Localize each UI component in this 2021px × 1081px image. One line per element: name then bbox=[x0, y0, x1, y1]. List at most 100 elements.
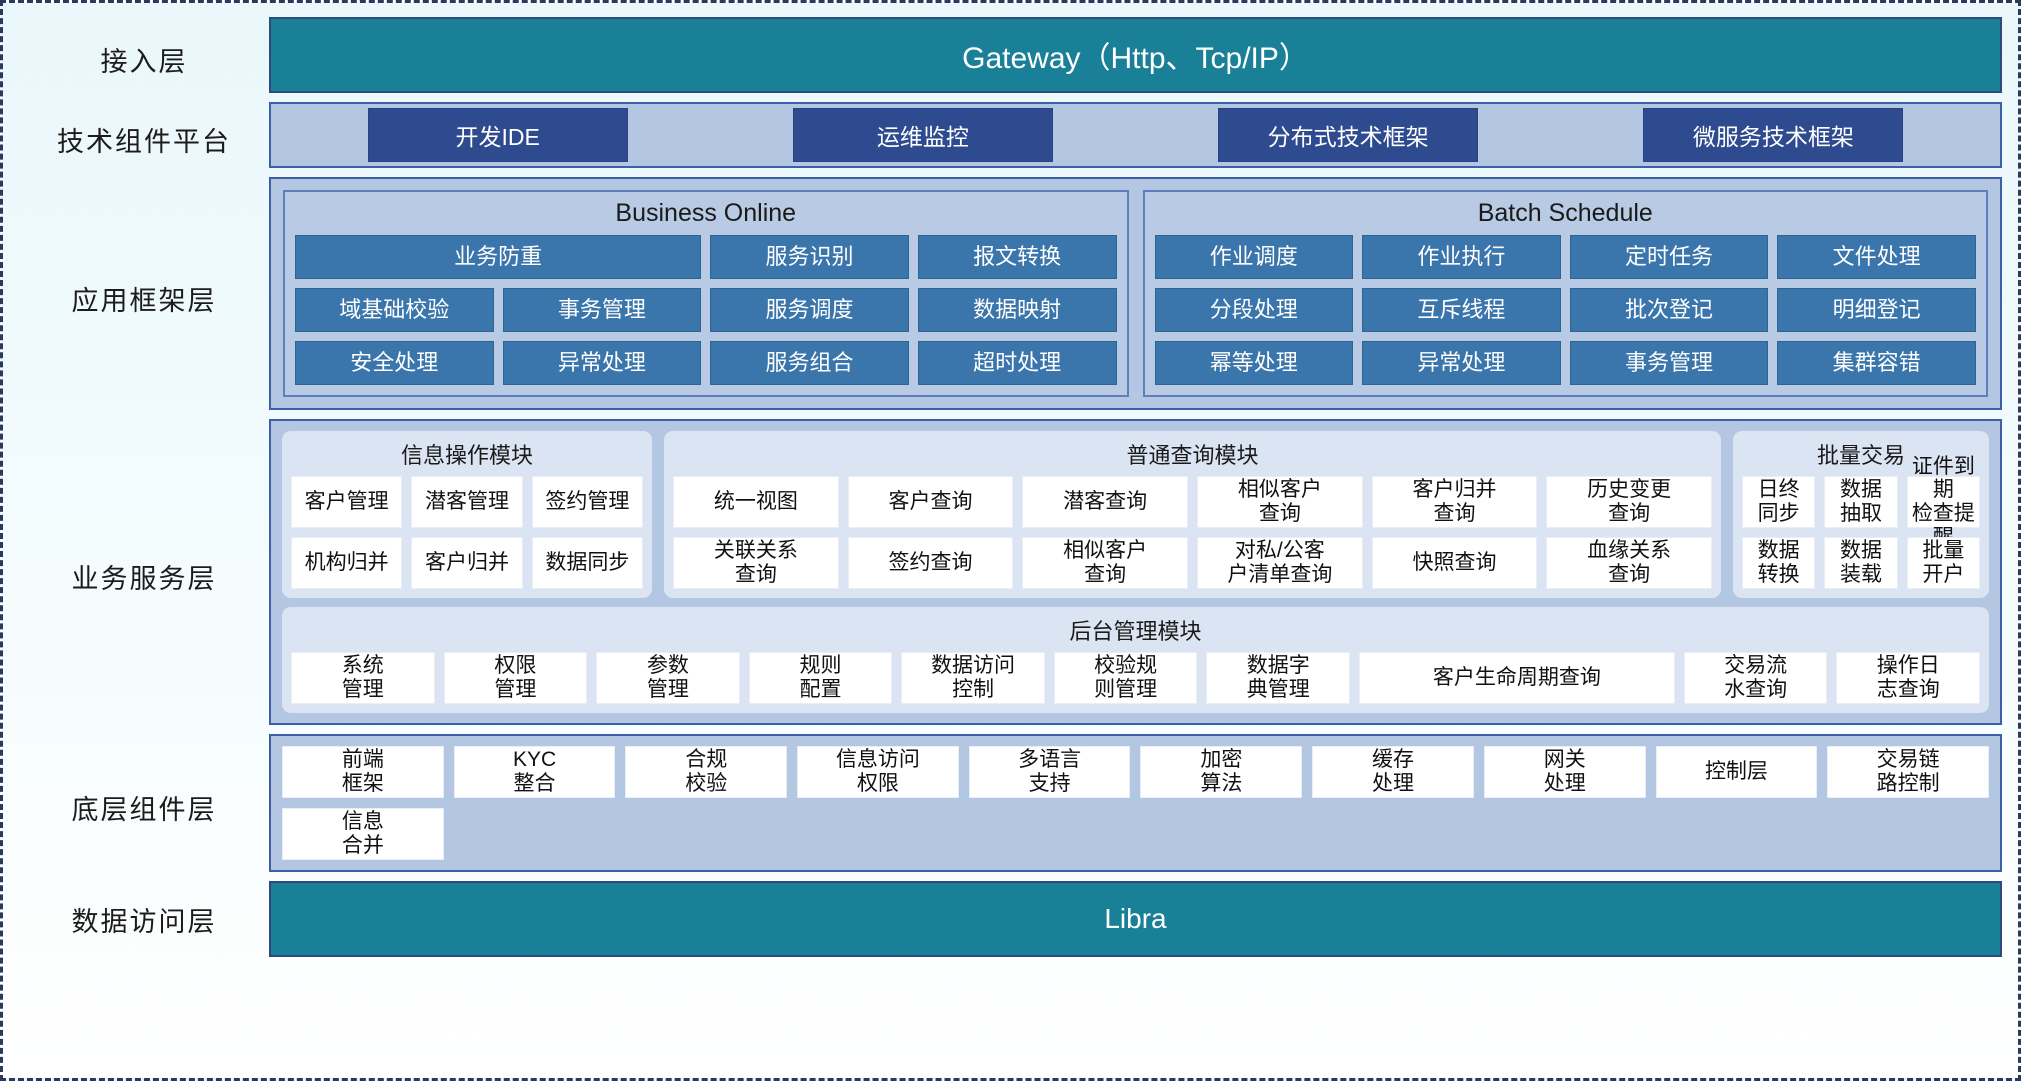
query-module-cell-11[interactable]: 血缘关系查询 bbox=[1546, 537, 1712, 589]
admin-module-cell-5[interactable]: 校验规则管理 bbox=[1053, 652, 1198, 704]
info-module-title: 信息操作模块 bbox=[400, 443, 533, 468]
query-module-cell-0[interactable]: 统一视图 bbox=[673, 476, 839, 528]
info-module-cell-5[interactable]: 数据同步 bbox=[531, 537, 643, 589]
business-online-cell-1[interactable]: 服务识别 bbox=[710, 235, 909, 279]
layer-label-tech: 技术组件平台 bbox=[57, 127, 231, 157]
layer-row-bizsvc: 业务服务层 信息操作模块 客户管理潜客管理签约管理机构归并客户归并数据同步 普通… bbox=[19, 419, 2002, 734]
base-component-cell-8[interactable]: 控制层 bbox=[1655, 746, 1818, 798]
info-module-grid: 客户管理潜客管理签约管理机构归并客户归并数据同步 bbox=[291, 476, 643, 589]
tech-item-2[interactable]: 分布式技术框架 bbox=[1218, 108, 1479, 162]
base-component-cell-7[interactable]: 网关处理 bbox=[1483, 746, 1646, 798]
admin-module-cell-9[interactable]: 操作日志查询 bbox=[1836, 652, 1980, 704]
base-component-cell-3[interactable]: 信息访问权限 bbox=[797, 746, 959, 798]
admin-module-cell-0[interactable]: 系统管理 bbox=[291, 652, 435, 704]
admin-module-cell-3[interactable]: 规则配置 bbox=[748, 652, 893, 704]
gateway-banner: Gateway（Http、Tcp/IP） bbox=[269, 17, 2002, 93]
base-component-cell-4[interactable]: 多语言支持 bbox=[968, 746, 1131, 798]
batch-schedule-cell-0[interactable]: 作业调度 bbox=[1154, 235, 1354, 279]
layer-label-dataacc: 数据访问层 bbox=[71, 906, 217, 937]
business-online-cell-9[interactable]: 服务组合 bbox=[710, 341, 909, 385]
admin-module-cell-1[interactable]: 权限管理 bbox=[443, 652, 588, 704]
base-component-cell-5[interactable]: 加密算法 bbox=[1140, 746, 1303, 798]
business-online-cell-6[interactable]: 数据映射 bbox=[917, 288, 1117, 332]
layer-label-appframe: 应用框架层 bbox=[71, 285, 217, 316]
base-component-cell-9[interactable]: 交易链路控制 bbox=[1827, 746, 1989, 798]
app-framework-panel: Business Online 业务防重服务识别报文转换域基础校验事务管理服务调… bbox=[269, 177, 2002, 410]
batch-schedule-cell-5[interactable]: 互斥线程 bbox=[1362, 288, 1561, 332]
query-module-grid: 统一视图客户查询潜客查询相似客户查询客户归并查询历史变更查询关联关系查询签约查询… bbox=[673, 476, 1712, 589]
business-online-panel: Business Online 业务防重服务识别报文转换域基础校验事务管理服务调… bbox=[283, 190, 1129, 397]
query-module-cell-7[interactable]: 签约查询 bbox=[847, 537, 1014, 589]
base-component-cell-10[interactable]: 信息合并 bbox=[282, 808, 444, 860]
query-module-cell-4[interactable]: 客户归并查询 bbox=[1371, 476, 1538, 528]
batch-schedule-cell-11[interactable]: 集群容错 bbox=[1777, 341, 1976, 385]
tech-platform-strip: 开发IDE 运维监控 分布式技术框架 微服务技术框架 bbox=[269, 102, 2002, 168]
info-module-cell-4[interactable]: 客户归并 bbox=[411, 537, 523, 589]
info-module-cell-1[interactable]: 潜客管理 bbox=[411, 476, 523, 528]
batch-schedule-cell-1[interactable]: 作业执行 bbox=[1362, 235, 1561, 279]
query-module-cell-3[interactable]: 相似客户查询 bbox=[1197, 476, 1363, 528]
query-module-title: 普通查询模块 bbox=[1126, 443, 1259, 468]
query-module-cell-6[interactable]: 关联关系查询 bbox=[673, 537, 839, 589]
batch-schedule-grid: 作业调度作业执行定时任务文件处理分段处理互斥线程批次登记明细登记幂等处理异常处理… bbox=[1154, 235, 1976, 385]
batch-schedule-cell-2[interactable]: 定时任务 bbox=[1569, 235, 1769, 279]
batch-module-cell-5[interactable]: 批量开户 bbox=[1906, 537, 1980, 589]
info-module-cell-2[interactable]: 签约管理 bbox=[531, 476, 643, 528]
layer-row-dataacc: 数据访问层 Libra bbox=[19, 881, 2002, 957]
batch-module-cell-1[interactable]: 数据抽取 bbox=[1824, 476, 1898, 528]
admin-module-cell-7[interactable]: 客户生命周期查询 bbox=[1358, 652, 1675, 704]
admin-module-cell-2[interactable]: 参数管理 bbox=[596, 652, 740, 704]
batch-schedule-cell-10[interactable]: 事务管理 bbox=[1569, 341, 1769, 385]
base-component-cell-0[interactable]: 前端框架 bbox=[282, 746, 444, 798]
business-online-cell-8[interactable]: 异常处理 bbox=[502, 341, 702, 385]
business-online-cell-7[interactable]: 安全处理 bbox=[295, 341, 494, 385]
query-module-cell-1[interactable]: 客户查询 bbox=[847, 476, 1014, 528]
layer-label-bizsvc: 业务服务层 bbox=[71, 564, 217, 594]
batch-module-cell-3[interactable]: 数据转换 bbox=[1742, 537, 1816, 589]
layer-body-bizsvc: 信息操作模块 客户管理潜客管理签约管理机构归并客户归并数据同步 普通查询模块 统… bbox=[269, 419, 2002, 734]
base-component-cell-2[interactable]: 合规校验 bbox=[625, 746, 788, 798]
batch-schedule-title: Batch Schedule bbox=[1477, 199, 1653, 227]
query-module-cell-10[interactable]: 快照查询 bbox=[1371, 537, 1538, 589]
business-online-cell-10[interactable]: 超时处理 bbox=[917, 341, 1117, 385]
layer-body-appframe: Business Online 业务防重服务识别报文转换域基础校验事务管理服务调… bbox=[269, 177, 2002, 419]
base-component-cell-6[interactable]: 缓存处理 bbox=[1312, 746, 1474, 798]
batch-schedule-cell-7[interactable]: 明细登记 bbox=[1777, 288, 1976, 332]
query-module-cell-2[interactable]: 潜客查询 bbox=[1022, 476, 1188, 528]
query-module-cell-8[interactable]: 相似客户查询 bbox=[1022, 537, 1188, 589]
batch-schedule-cell-9[interactable]: 异常处理 bbox=[1362, 341, 1561, 385]
layer-body-access: Gateway（Http、Tcp/IP） bbox=[269, 17, 2002, 102]
business-online-cell-5[interactable]: 服务调度 bbox=[710, 288, 909, 332]
business-online-cell-0[interactable]: 业务防重 bbox=[295, 235, 702, 279]
info-module-cell-0[interactable]: 客户管理 bbox=[291, 476, 403, 528]
info-module-cell-3[interactable]: 机构归并 bbox=[291, 537, 403, 589]
batch-schedule-cell-8[interactable]: 幂等处理 bbox=[1154, 341, 1354, 385]
business-online-cell-2[interactable]: 报文转换 bbox=[917, 235, 1117, 279]
batch-module-cell-2[interactable]: 证件到期检查提醒 bbox=[1906, 455, 1980, 549]
query-module-cell-5[interactable]: 历史变更查询 bbox=[1546, 476, 1712, 528]
batch-module-cell-4[interactable]: 数据装载 bbox=[1824, 537, 1898, 589]
batch-schedule-cell-6[interactable]: 批次登记 bbox=[1569, 288, 1769, 332]
admin-module-title: 后台管理模块 bbox=[1069, 619, 1202, 644]
batch-schedule-cell-3[interactable]: 文件处理 bbox=[1777, 235, 1976, 279]
tech-item-3[interactable]: 微服务技术框架 bbox=[1643, 108, 1904, 162]
admin-module-cell-8[interactable]: 交易流水查询 bbox=[1683, 652, 1828, 704]
business-online-grid: 业务防重服务识别报文转换域基础校验事务管理服务调度数据映射安全处理异常处理服务组… bbox=[295, 235, 1117, 385]
business-online-cell-3[interactable]: 域基础校验 bbox=[295, 288, 494, 332]
batch-schedule-panel: Batch Schedule 作业调度作业执行定时任务文件处理分段处理互斥线程批… bbox=[1142, 190, 1988, 397]
business-online-cell-4[interactable]: 事务管理 bbox=[502, 288, 702, 332]
tech-item-0[interactable]: 开发IDE bbox=[367, 108, 628, 162]
batch-module-cell-0[interactable]: 日终同步 bbox=[1742, 476, 1816, 528]
layer-label-basecomp: 底层组件层 bbox=[71, 795, 217, 825]
query-module-cell-9[interactable]: 对私/公客户清单查询 bbox=[1197, 537, 1363, 589]
batch-schedule-cell-4[interactable]: 分段处理 bbox=[1154, 288, 1354, 332]
admin-module-cell-4[interactable]: 数据访问控制 bbox=[901, 652, 1045, 704]
business-online-title: Business Online bbox=[615, 199, 797, 227]
admin-module-cell-6[interactable]: 数据字典管理 bbox=[1206, 652, 1350, 704]
tech-item-1[interactable]: 运维监控 bbox=[792, 108, 1053, 162]
